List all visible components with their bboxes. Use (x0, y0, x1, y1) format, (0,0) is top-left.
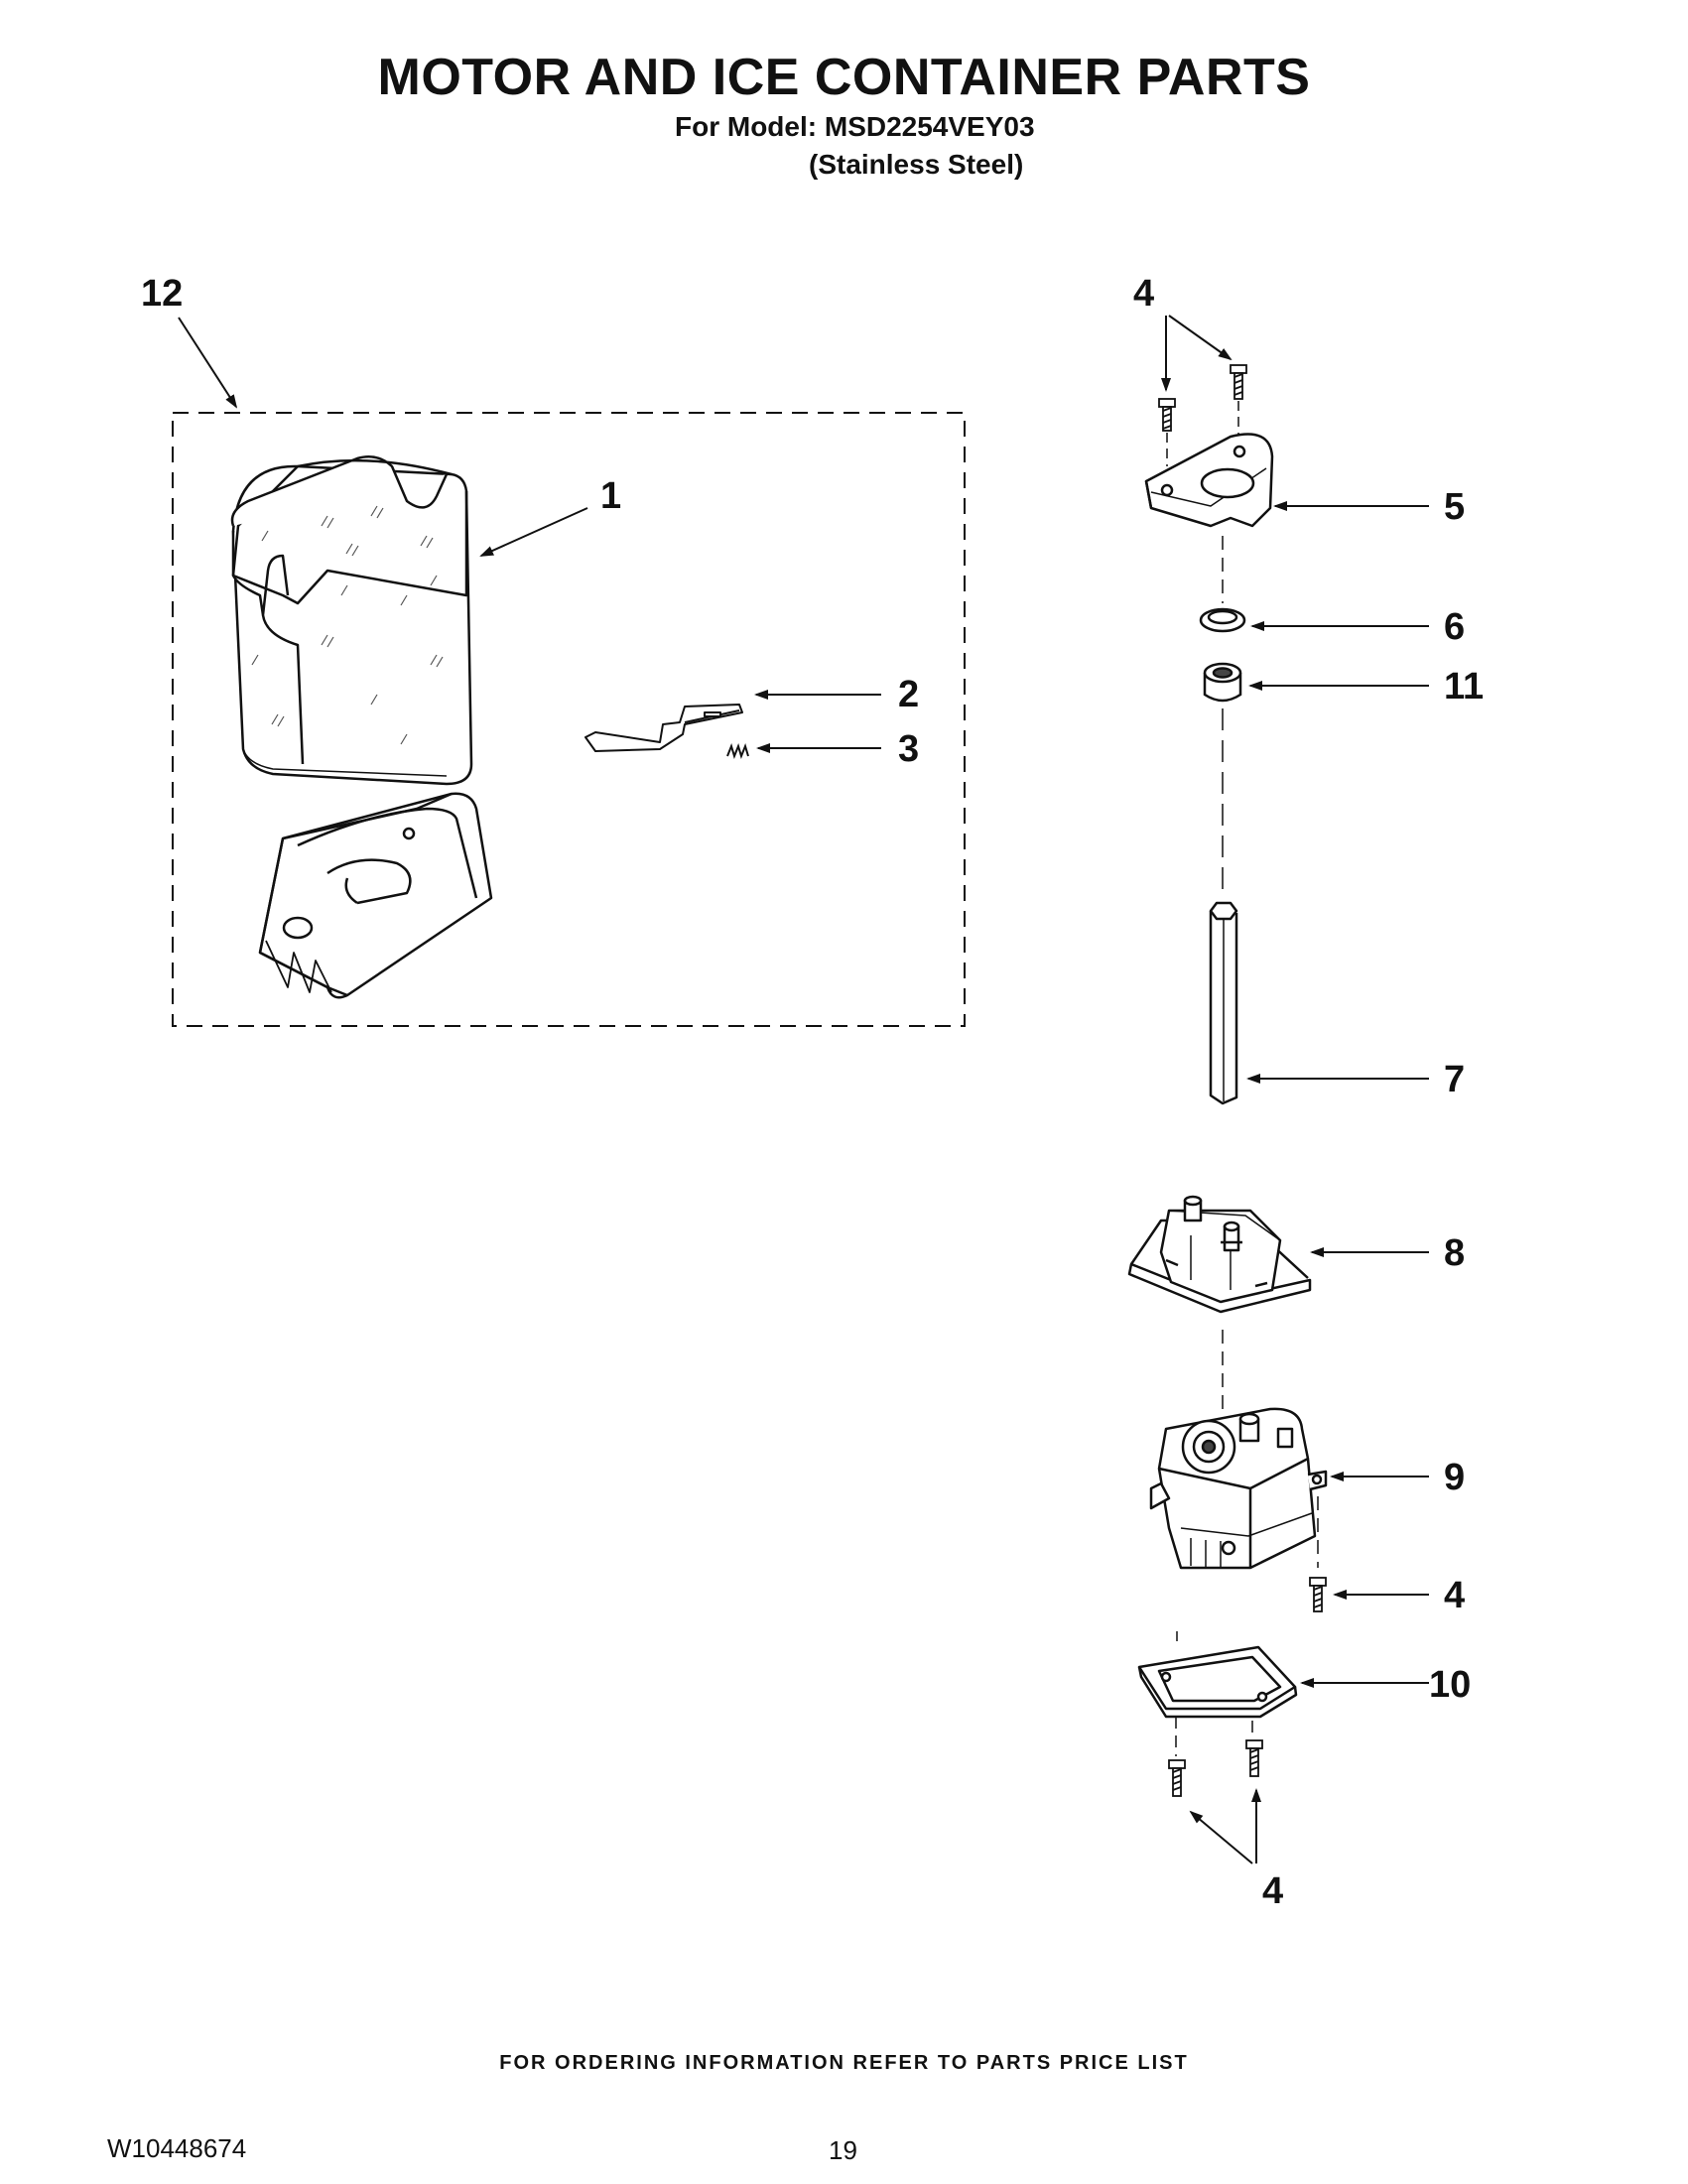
callout-11: 11 (1444, 666, 1484, 707)
screw-part-bottom (1168, 1739, 1263, 1797)
callout-4-bottom-arrow-left (1189, 1810, 1253, 1864)
motor-cover-part (1127, 1195, 1312, 1314)
shaft-part (1209, 901, 1238, 1105)
callout-8: 8 (1444, 1232, 1465, 1274)
page-number: 19 (829, 2135, 857, 2165)
spring-part (726, 742, 749, 760)
screw-part-mid (1309, 1577, 1327, 1612)
bushing-part (1203, 662, 1242, 703)
motor-part (1149, 1407, 1328, 1570)
callout-4-mid: 4 (1444, 1575, 1465, 1616)
slide-part (584, 704, 743, 752)
finish-line: (Stainless Steel) (809, 149, 1024, 180)
washer-part (1199, 607, 1246, 633)
callout-4-top: 4 (1133, 273, 1154, 315)
screw-part (1158, 364, 1247, 432)
model-line: For Model: MSD2254VEY03 (675, 111, 1035, 142)
ice-container-part (230, 455, 473, 786)
callout-12-arrow (178, 317, 238, 409)
ordering-note: FOR ORDERING INFORMATION REFER TO PARTS … (499, 2052, 1189, 2074)
ice-bin-base-part (258, 792, 493, 999)
callout-2: 2 (898, 674, 919, 715)
callout-4-top-arrow-right (1168, 315, 1233, 361)
callout-12: 12 (141, 273, 183, 315)
document-number: W10448674 (107, 2133, 247, 2163)
callout-9: 9 (1444, 1457, 1465, 1498)
callout-5: 5 (1444, 486, 1465, 528)
callout-1-arrow (479, 507, 588, 557)
callout-6: 6 (1444, 606, 1465, 648)
page-title: MOTOR AND ICE CONTAINER PARTS (377, 49, 1311, 106)
callout-7: 7 (1444, 1059, 1465, 1100)
callout-10: 10 (1429, 1664, 1471, 1706)
gasket-part (1137, 1645, 1298, 1719)
bracket-part (1144, 433, 1274, 528)
callout-4-bottom: 4 (1262, 1870, 1283, 1912)
assembly-group-box (172, 412, 966, 1027)
callout-1: 1 (600, 475, 621, 517)
callout-3: 3 (898, 728, 919, 770)
